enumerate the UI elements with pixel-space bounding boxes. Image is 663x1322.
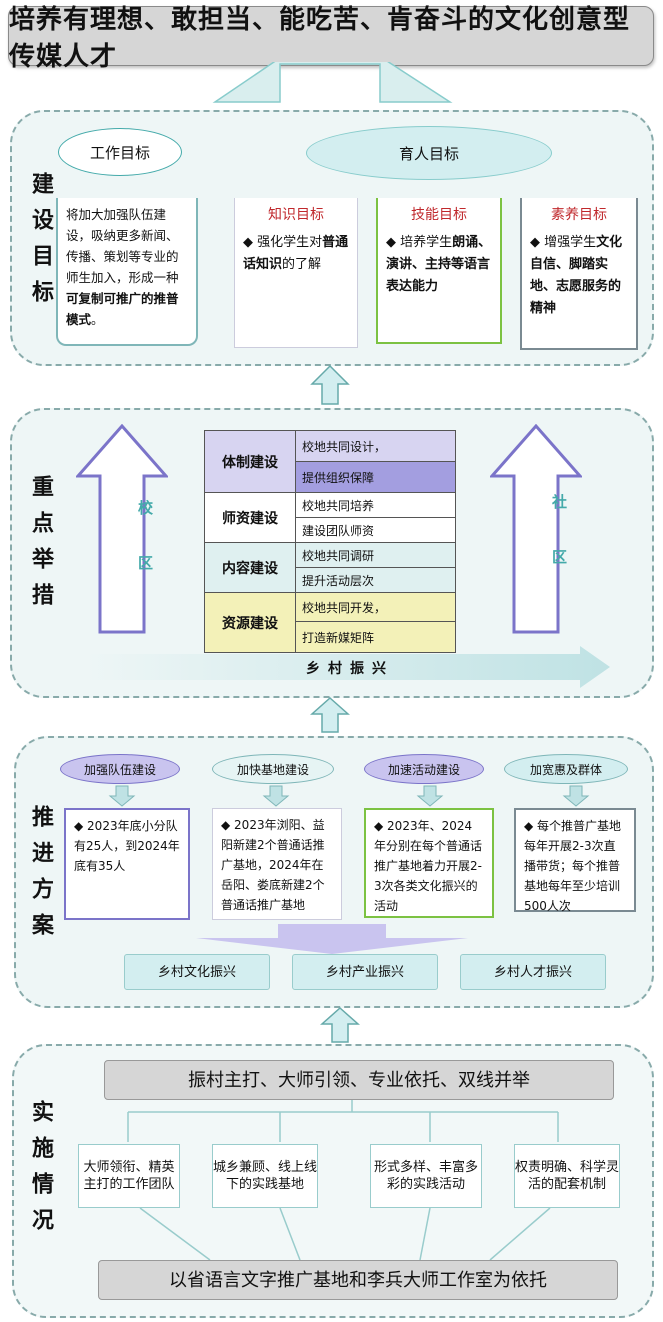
result-culture-label: 乡村文化振兴 [157,964,236,980]
knowledge-title: 知识目标 [268,207,324,223]
top-bar-label: 振村主打、大师引领、专业依托、双线并举 [188,1069,530,1091]
up-arrow-icon [320,1006,360,1043]
work-goal-bold: 可复制可推广的推普模式 [66,291,179,327]
bottom-bar-label: 以省语言文字推广基地和李兵大师工作室为依托 [169,1269,547,1291]
row-cell: 校地共同调研 [295,542,456,568]
skill-title: 技能目标 [411,207,467,223]
connector-lines [127,1100,559,1261]
impl-box-base: 城乡兼顾、线上线下的实践基地 [212,1144,318,1208]
skill-card: 技能目标 ◆ 培养学生朗诵、演讲、主持等语言表达能力 [376,198,502,344]
work-goal-text-end: 。 [91,312,104,327]
row-cell: 建设团队师资 [295,517,456,543]
pill-base-label: 加快基地建设 [236,762,309,777]
plan-card-activity: ◆ 2023年、2024年分别在每个普通话推广基地着力开展2-3次各类文化振兴的… [364,808,494,918]
literacy-card: 素养目标 ◆ 增强学生文化自信、脚踏实地、志愿服务的精神 [520,198,638,350]
literacy-bold: 文化自信、脚踏实地、志愿服务的精神 [530,235,623,316]
plan-card-base: ◆ 2023年浏阳、益阳新建2个普通话推广基地，2024年在岳阳、娄底新建2个普… [212,808,342,920]
work-goal-oval: 工作目标 [58,128,182,176]
table-row: 内容建设 校地共同调研 [204,542,456,593]
campus-label: 校区 [110,500,154,610]
campus-arrow-icon [76,424,168,634]
plan-card-group: ◆ 每个推普广基地每年开展2-3次直播带货；每个推普基地每年至少培训500人次 [514,808,636,913]
section-label-goals: 建设目标 [22,172,53,316]
row-cell: 校地共同设计， [295,430,456,462]
row-head: 体制建设 [204,430,296,493]
section-label-implementation: 实施情况 [22,1100,53,1244]
table-row: 师资建设 校地共同培养 [204,492,456,543]
work-goal-label: 工作目标 [89,143,150,162]
plan-card-team: ◆ 2023年底小分队有25人，到2024年底有35人 [64,808,190,920]
down-arrow-icon [262,785,290,807]
row-head: 资源建设 [204,592,296,653]
pill-activity-label: 加速活动建设 [387,762,460,777]
plan-card-text: 2023年、2024年分别在每个普通话推广基地着力开展2-3次各类文化振兴的活动 [374,819,483,913]
row-head: 内容建设 [204,542,296,593]
skill-bold: 朗诵、演讲、主持等语言表达能力 [386,235,492,294]
community-text: 社区 [550,494,568,604]
work-goal-card: 将加大加强队伍建设，吸纳更多新闻、传播、策划等专业的师生加入，形成一种可复制可推… [56,198,198,346]
pill-activity: 加速活动建设 [364,754,484,784]
result-talent-label: 乡村人才振兴 [493,964,572,980]
down-arrow-icon [108,785,136,807]
community-label: 社区 [524,494,568,604]
row-cell: 打造新媒矩阵 [295,621,456,653]
pill-group: 加宽惠及群体 [504,754,628,784]
down-arrow-icon [416,785,444,807]
bottom-bar: 以省语言文字推广基地和李兵大师工作室为依托 [98,1260,618,1300]
edu-goal-label: 育人目标 [398,144,459,163]
impl-box-mechanism: 权责明确、科学灵活的配套机制 [514,1144,620,1208]
table-row: 体制建设 校地共同设计， [204,430,456,493]
work-goal-text: 将加大加强队伍建设，吸纳更多新闻、传播、策划等专业的师生加入，形成一种 [66,207,179,285]
row-head: 师资建设 [204,492,296,543]
row-cell: 校地共同开发， [295,592,456,622]
row-cell: 提升活动层次 [295,567,456,593]
table-row: 资源建设 校地共同开发， [204,592,456,653]
rural-revitalization-label: 乡村振兴 [306,661,394,677]
impl-box-team: 大师领衔、精英主打的工作团队 [78,1144,180,1208]
plan-card-text: 每个推普广基地每年开展2-3次直播带货；每个推普基地每年至少培训500人次 [524,819,622,913]
plan-card-text: 2023年浏阳、益阳新建2个普通话推广基地，2024年在岳阳、娄底新建2个普通话… [221,818,325,912]
measures-table: 体制建设 校地共同设计， 提供组织保障 师资建设 校地共同培养 建设团队师资 内… [204,430,456,653]
edu-goal-oval: 育人目标 [306,126,552,180]
knowledge-card: 知识目标 ◆ 强化学生对普通话知识的了解 [234,198,358,348]
row-cell: 校地共同培养 [295,492,456,518]
impl-box-label: 大师领衔、精英主打的工作团队 [83,1160,175,1192]
section-label-plan: 推进方案 [22,805,53,949]
main-title: 培养有理想、敢担当、能吃苦、肯奋斗的文化创意型传媒人才 [8,5,654,72]
result-industry-label: 乡村产业振兴 [325,964,404,980]
section-goals-text: 建设目标 [28,172,53,316]
rural-arrow-icon [84,646,610,688]
campus-text: 校区 [136,500,154,610]
community-arrow-icon [490,424,582,634]
result-talent: 乡村人才振兴 [460,954,606,990]
impl-box-activity: 形式多样、丰富多彩的实践活动 [370,1144,482,1208]
pill-team: 加强队伍建设 [60,754,180,784]
knowledge-post: 的了解 [282,257,322,272]
result-industry: 乡村产业振兴 [292,954,438,990]
converge-arrow-icon [196,924,468,954]
pill-team-label: 加强队伍建设 [83,762,156,777]
result-culture: 乡村文化振兴 [124,954,270,990]
impl-box-label: 形式多样、丰富多彩的实践活动 [373,1160,478,1192]
row-cell: 提供组织保障 [295,461,456,493]
pill-group-label: 加宽惠及群体 [529,762,602,777]
top-bar: 振村主打、大师引领、专业依托、双线并举 [104,1060,614,1100]
section-measures-text: 重点举措 [28,475,53,619]
up-arrow-icon [310,696,350,733]
up-arrow-icon [212,62,453,103]
impl-box-label: 权责明确、科学灵活的配套机制 [515,1160,620,1192]
section-plan-text: 推进方案 [28,805,53,949]
knowledge-pre: 强化学生对 [257,235,323,250]
pill-base: 加快基地建设 [212,754,334,784]
section-implementation-text: 实施情况 [28,1100,53,1244]
skill-pre: 培养学生 [400,235,453,250]
up-arrow-icon [310,364,350,405]
literacy-title: 素养目标 [551,207,607,223]
plan-card-text: 2023年底小分队有25人，到2024年底有35人 [74,819,180,873]
impl-box-label: 城乡兼顾、线上线下的实践基地 [213,1160,318,1192]
knowledge-bold: 普通话知识 [243,235,349,272]
section-label-measures: 重点举措 [22,475,53,619]
down-arrow-icon [562,785,590,807]
literacy-pre: 增强学生 [544,235,597,250]
